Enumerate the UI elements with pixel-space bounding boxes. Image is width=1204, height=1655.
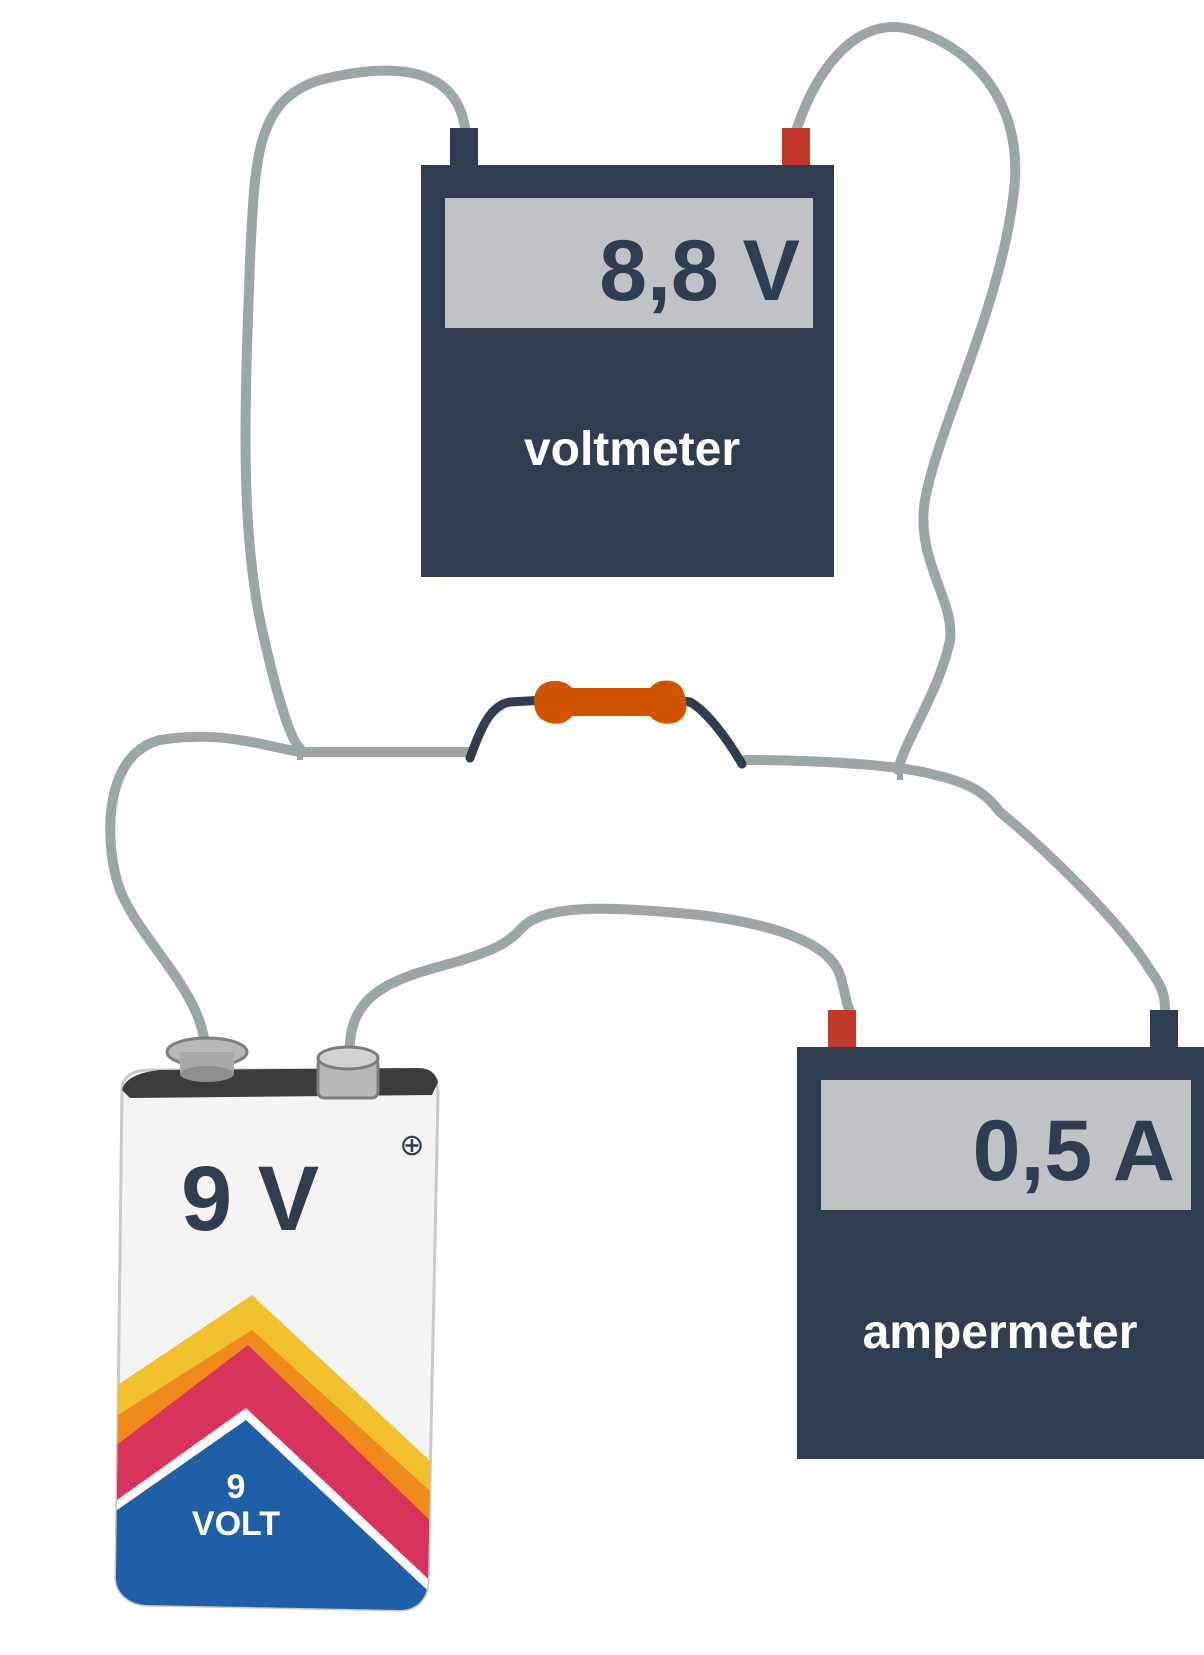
battery-brand-number: 9 xyxy=(227,1468,246,1506)
wire-battery-positive xyxy=(344,903,855,1065)
battery-plus-symbol: ⊕ xyxy=(399,1128,424,1163)
wires xyxy=(105,22,1170,1065)
voltmeter-label: voltmeter xyxy=(524,423,740,476)
voltmeter: 8,8 V voltmeter xyxy=(421,128,834,577)
wire-voltmeter-negative xyxy=(240,65,470,753)
junctions xyxy=(297,744,903,780)
ampermeter-terminal-negative xyxy=(1150,1010,1178,1050)
battery-brand-word: VOLT xyxy=(192,1505,280,1543)
resistor-lead-left xyxy=(465,695,550,763)
resistor xyxy=(465,680,747,769)
battery-stripe-blue xyxy=(115,1420,438,1610)
ampermeter-reading: 0,5 A xyxy=(973,1103,1175,1199)
resistor-lead-right xyxy=(670,695,747,769)
battery-label: 9 V xyxy=(181,1148,319,1250)
battery-top xyxy=(122,1068,438,1098)
battery-terminal-positive xyxy=(316,1045,380,1100)
wire-ampermeter-negative xyxy=(740,755,1170,1015)
battery-terminal-negative xyxy=(165,1036,249,1082)
voltmeter-reading: 8,8 V xyxy=(599,223,800,319)
voltmeter-terminal-positive xyxy=(782,128,810,168)
battery: ⊕ 9 V 9 VOLT xyxy=(114,1036,440,1612)
ampermeter: 0,5 A ampermeter xyxy=(797,1010,1204,1459)
wire-battery-negative xyxy=(105,731,475,1050)
voltmeter-terminal-negative xyxy=(450,128,478,168)
resistor-body xyxy=(534,680,687,724)
ampermeter-display xyxy=(821,1080,1191,1210)
ampermeter-label: ampermeter xyxy=(863,1306,1138,1359)
wire-voltmeter-positive xyxy=(792,22,1021,775)
ampermeter-terminal-positive xyxy=(828,1010,856,1050)
voltmeter-display xyxy=(445,198,813,328)
